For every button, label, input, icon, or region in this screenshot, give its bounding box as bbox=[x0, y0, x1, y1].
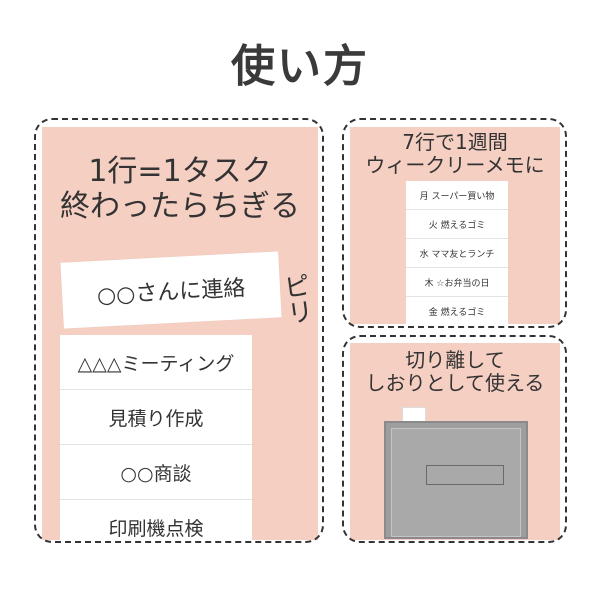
tear-off-heading-line2: 終わったらちぎる bbox=[60, 188, 300, 224]
notebook-cover bbox=[391, 428, 521, 537]
memo-row: △△△ミーティング bbox=[60, 335, 252, 390]
weekly-memo-pad: 月 スーパー買い物 火 燃えるゴミ 水 ママ友とランチ 木 ☆お弁当の日 金 燃… bbox=[406, 181, 508, 324]
weekly-heading-line2: ウィークリーメモに bbox=[365, 153, 545, 177]
tear-off-panel-frame bbox=[34, 118, 324, 543]
weekly-row: 火 燃えるゴミ bbox=[406, 210, 508, 239]
memo-pad: △△△ミーティング 見積り作成 ○○商談 印刷機点検 bbox=[60, 335, 252, 540]
weekly-row: 金 燃えるゴミ bbox=[406, 297, 508, 324]
page-title: 使い方 bbox=[231, 41, 369, 92]
memo-row: ○○商談 bbox=[60, 445, 252, 500]
bookmark-panel-frame bbox=[342, 335, 567, 543]
bookmark-heading-line2: しおりとして使える bbox=[365, 371, 545, 395]
weekly-row: 水 ママ友とランチ bbox=[406, 239, 508, 268]
notebook-label-box bbox=[426, 465, 504, 485]
weekly-heading: 7行で1週間 ウィークリーメモに bbox=[350, 131, 560, 177]
tear-off-usage-panel: 1行=1タスク 終わったらちぎる ○○さんに連絡 ピリ △△△ミーティング 見積… bbox=[42, 127, 318, 540]
memo-row: 印刷機点検 bbox=[60, 500, 252, 540]
bookmark-heading-line1: 切り離して bbox=[405, 348, 505, 372]
bookmark-usage-panel: 切り離して しおりとして使える bbox=[350, 343, 560, 540]
tear-off-heading-line1: 1行=1タスク bbox=[88, 154, 272, 189]
weekly-heading-line1: 7行で1週間 bbox=[402, 130, 508, 154]
weekly-usage-panel: 7行で1週間 ウィークリーメモに 月 スーパー買い物 火 燃えるゴミ 水 ママ友… bbox=[350, 127, 560, 324]
tear-off-heading: 1行=1タスク 終わったらちぎる bbox=[42, 154, 318, 224]
weekly-panel-frame bbox=[342, 118, 567, 328]
weekly-row: 月 スーパー買い物 bbox=[406, 181, 508, 210]
weekly-row: 木 ☆お弁当の日 bbox=[406, 268, 508, 297]
bookmark-heading: 切り離して しおりとして使える bbox=[350, 349, 560, 395]
memo-row: 見積り作成 bbox=[60, 390, 252, 445]
notebook-illustration bbox=[384, 421, 528, 539]
